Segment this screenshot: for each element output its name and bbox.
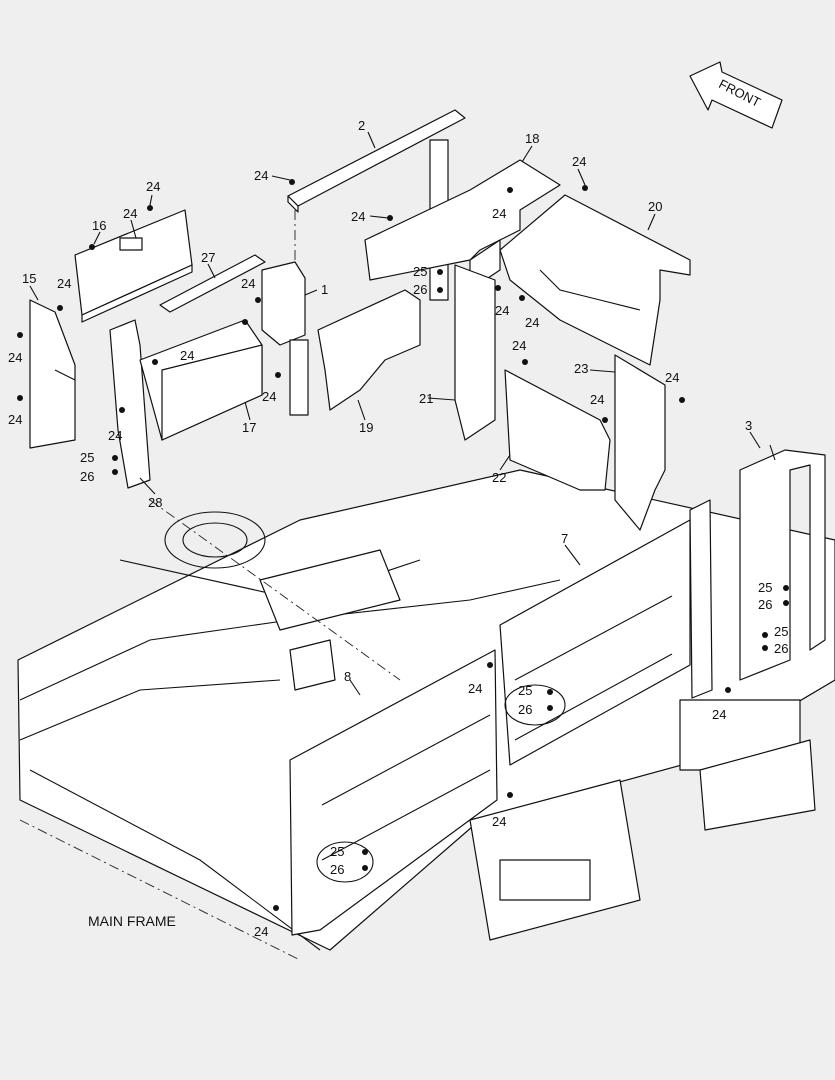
bolt-group-outline xyxy=(316,841,374,883)
callout-label: 26 xyxy=(758,597,772,612)
callout-label: 24 xyxy=(262,389,276,404)
part-7-door xyxy=(499,499,713,766)
part-28-bracket xyxy=(109,319,151,489)
callout-label: 24 xyxy=(180,348,194,363)
callout-label: 24 xyxy=(57,276,71,291)
callout-label: 24 xyxy=(146,179,160,194)
callout-label: 24 xyxy=(241,276,255,291)
part-22-panel xyxy=(504,369,611,491)
callout-label: 24 xyxy=(512,338,526,353)
callout-label: 24 xyxy=(468,681,482,696)
callout-label: 3 xyxy=(745,418,752,433)
part-23-panel xyxy=(614,354,666,531)
callout-label: 25 xyxy=(80,450,94,465)
callout-label: 25 xyxy=(413,264,427,279)
front-arrow-icon: FRONT xyxy=(689,61,783,129)
callout-label: 26 xyxy=(330,862,344,877)
part-15-panel xyxy=(29,299,76,449)
callout-label: 25 xyxy=(774,624,788,639)
bolt-markers xyxy=(17,179,789,911)
bolt-group-outline xyxy=(504,684,566,726)
callout-label: 24 xyxy=(351,209,365,224)
callout-label: 7 xyxy=(561,531,568,546)
part-3-frame xyxy=(739,444,826,681)
main-frame-label: MAIN FRAME xyxy=(88,913,176,929)
callout-label: 24 xyxy=(254,924,268,939)
callout-label: 1 xyxy=(321,282,328,297)
callout-label: 26 xyxy=(518,702,532,717)
callout-label: 24 xyxy=(254,168,268,183)
part-17-box xyxy=(139,319,263,441)
callout-label: 23 xyxy=(574,361,588,376)
callout-label: 24 xyxy=(572,154,586,169)
callout-label: 25 xyxy=(758,580,772,595)
callout-label: 25 xyxy=(330,844,344,859)
callout-label: 15 xyxy=(22,271,36,286)
callout-label: 24 xyxy=(108,428,122,443)
callout-label: 24 xyxy=(525,315,539,330)
callout-label: 21 xyxy=(419,391,433,406)
callout-label: 24 xyxy=(492,814,506,829)
callout-label: 26 xyxy=(80,469,94,484)
callout-label: 24 xyxy=(665,370,679,385)
callout-label: 17 xyxy=(242,420,256,435)
part-20-cover xyxy=(499,194,691,366)
part-8-door xyxy=(289,649,498,936)
callout-label: 8 xyxy=(344,669,351,684)
callout-label: 19 xyxy=(359,420,373,435)
callout-label: 22 xyxy=(492,470,506,485)
callout-label: 24 xyxy=(495,303,509,318)
callout-label: 18 xyxy=(525,131,539,146)
part-21-panel xyxy=(454,264,496,441)
callout-label: 2 xyxy=(358,118,365,133)
part-16-plate xyxy=(74,209,193,323)
callout-label: 24 xyxy=(123,206,137,221)
callout-label: 24 xyxy=(8,412,22,427)
part-1-post xyxy=(261,261,309,416)
callout-label: 26 xyxy=(413,282,427,297)
callout-label: 24 xyxy=(8,350,22,365)
callout-label: 24 xyxy=(712,707,726,722)
callout-label: 24 xyxy=(492,206,506,221)
callout-label: 16 xyxy=(92,218,106,233)
callout-label: 25 xyxy=(518,683,532,698)
part-19-panel xyxy=(317,289,421,411)
callout-label: 20 xyxy=(648,199,662,214)
callout-label: 24 xyxy=(590,392,604,407)
part-27-strip xyxy=(159,254,266,313)
callout-label: 27 xyxy=(201,250,215,265)
callout-label: 26 xyxy=(774,641,788,656)
callout-label: 28 xyxy=(148,495,162,510)
leader-lines xyxy=(29,131,761,696)
